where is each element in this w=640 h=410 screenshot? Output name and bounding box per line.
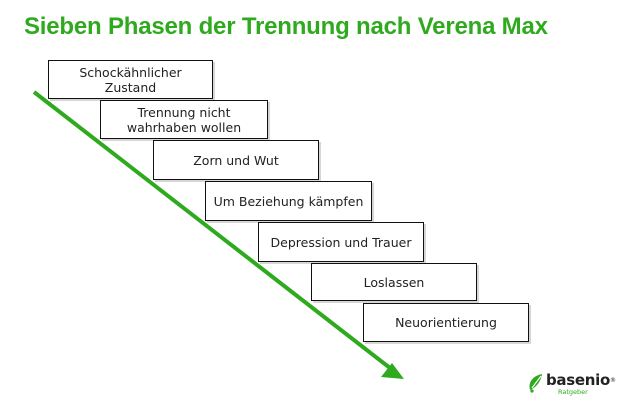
basenio-logo: basenio® Ratgeber [527, 370, 627, 400]
stage-5-depression: Depression und Trauer [258, 222, 424, 262]
stage-label: Neuorientierung [395, 315, 497, 330]
stage-label: Depression und Trauer [270, 234, 412, 250]
stage-label: Um Beziehung kämpfen [213, 193, 364, 209]
registered-mark: ® [610, 377, 616, 384]
arrow-shaft [32, 90, 392, 370]
stage-6-letting-go: Loslassen [311, 263, 477, 301]
stage-label: Loslassen [363, 274, 425, 290]
logo-tagline: Ratgeber [558, 388, 588, 396]
stage-4-bargaining: Um Beziehung kämpfen [205, 181, 372, 221]
page-title: Sieben Phasen der Trennung nach Verena M… [24, 13, 548, 40]
logo-wordmark: basenio® [546, 371, 616, 389]
stage-3-anger: Zorn und Wut [153, 140, 319, 180]
leaf-icon [529, 374, 542, 393]
stage-7-reorientation: Neuorientierung [363, 303, 529, 342]
stage-label: Zorn und Wut [193, 152, 279, 168]
arrow-head [381, 363, 404, 379]
